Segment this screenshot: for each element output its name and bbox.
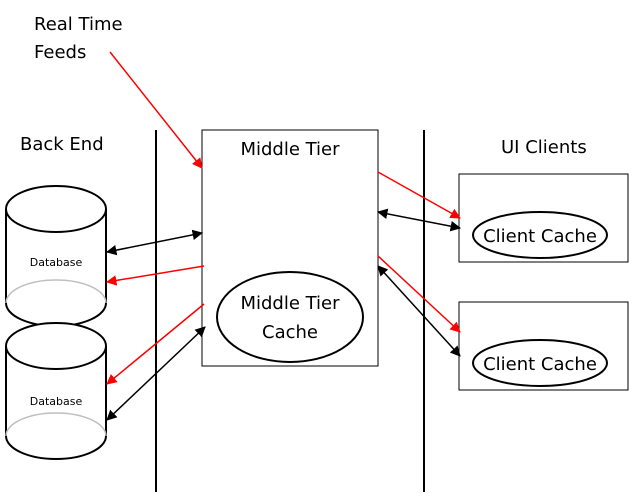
real-time-feeds-label-line2: Feeds (34, 42, 86, 63)
sync-arrow-middle-client1 (376, 208, 462, 232)
database-2: Database (5, 322, 107, 460)
middle-tier-cache (216, 271, 364, 363)
feed-arrow-middle-to-client1 (377, 171, 461, 219)
client-cache-1-label: Client Cache (483, 226, 597, 247)
feed-arrow-realtime-to-middle (109, 51, 203, 169)
feed-arrow-middle-to-client2 (377, 255, 461, 333)
sync-arrow-database2-middle (106, 326, 206, 421)
real-time-feeds-label-line1: Real Time (34, 14, 123, 35)
middle-tier-label: Middle Tier (240, 139, 340, 160)
client-cache-2-label: Client Cache (483, 354, 597, 375)
database-1-label: Database (30, 256, 83, 269)
middle-tier-cache-label-line2: Cache (262, 322, 318, 343)
database-2-label: Database (30, 395, 83, 408)
client-cache-1 (472, 211, 608, 259)
database-1: Database (5, 185, 107, 327)
middle-tier-cache-label-line1: Middle Tier (240, 293, 340, 314)
ui-clients-label: UI Clients (501, 137, 587, 158)
feed-arrow-middle-to-database1 (105, 265, 205, 286)
back-end-label: Back End (20, 134, 104, 155)
sync-arrow-database1-middle (105, 229, 204, 256)
sync-arrow-middle-client2 (377, 265, 461, 357)
client-cache-2 (472, 339, 608, 387)
